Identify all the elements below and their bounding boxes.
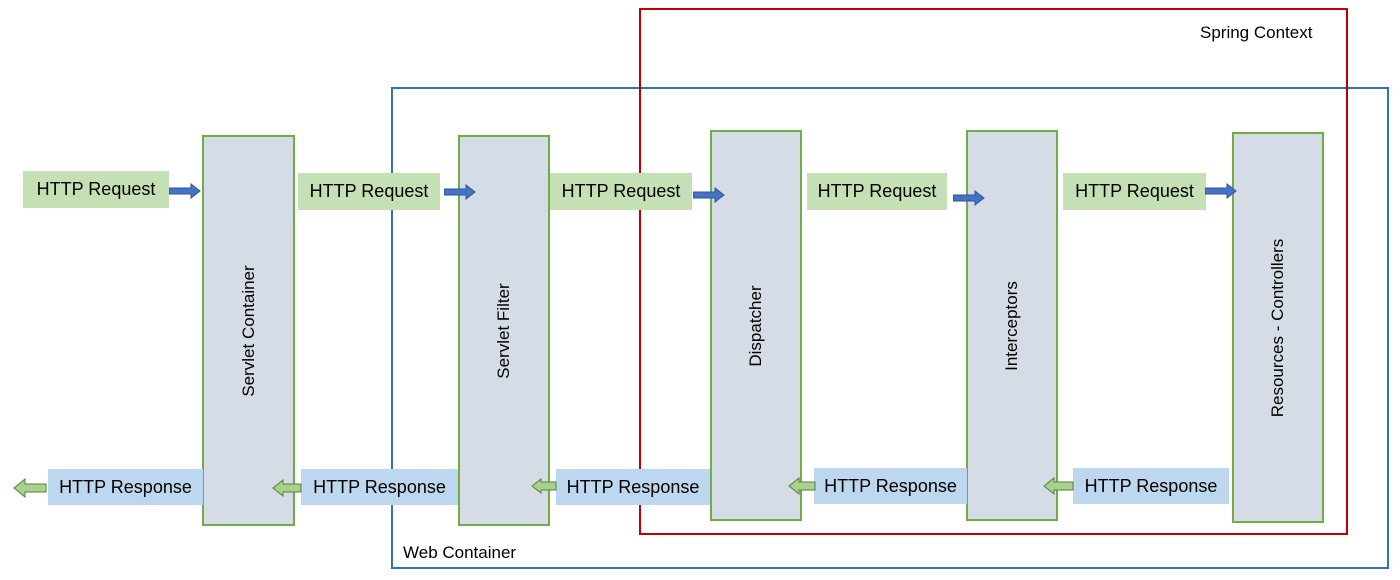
request-arrow-icon [444,184,476,200]
request-arrow-icon [693,187,725,203]
http-request-label: HTTP Request [807,173,947,210]
request-arrow-icon [169,183,201,199]
request-arrow-icon [1205,183,1237,199]
http-request-label: HTTP Request [298,173,440,210]
web-container-label: Web Container [403,543,517,562]
interceptors-label: Interceptors [1002,280,1021,371]
http-response-label: HTTP Response [1073,468,1229,504]
dispatcher-label: Dispatcher [746,284,765,367]
response-arrow-icon [531,478,557,494]
request-arrow-icon [953,190,985,206]
servlet-filter-label: Servlet Filter [494,282,513,379]
http-response-label: HTTP Response [48,469,203,505]
spring-context-label: Spring Context [1200,23,1313,42]
response-arrow-icon [13,478,47,498]
http-request-label: HTTP Request [1063,173,1206,210]
http-request-label: HTTP Request [550,173,692,210]
http-response-label: HTTP Response [556,469,710,505]
servlet-container-label: Servlet Container [238,264,258,397]
web-container-frame [391,87,1389,569]
dispatcher-box: Dispatcher [710,130,802,521]
servlet-filter-box: Servlet Filter [458,135,550,526]
resources-controllers-box: Resources - Controllers [1232,132,1324,523]
interceptors-box: Interceptors [966,130,1058,521]
servlet-container-box: Servlet Container [202,135,295,526]
response-arrow-icon [272,479,302,497]
resources-controllers-label: Resources - Controllers [1268,238,1287,417]
http-request-label: HTTP Request [23,171,169,208]
response-arrow-icon [1043,477,1074,495]
http-response-label: HTTP Response [301,469,458,505]
response-arrow-icon [788,477,816,495]
spring-context-frame [639,8,1348,535]
http-response-label: HTTP Response [814,468,967,504]
